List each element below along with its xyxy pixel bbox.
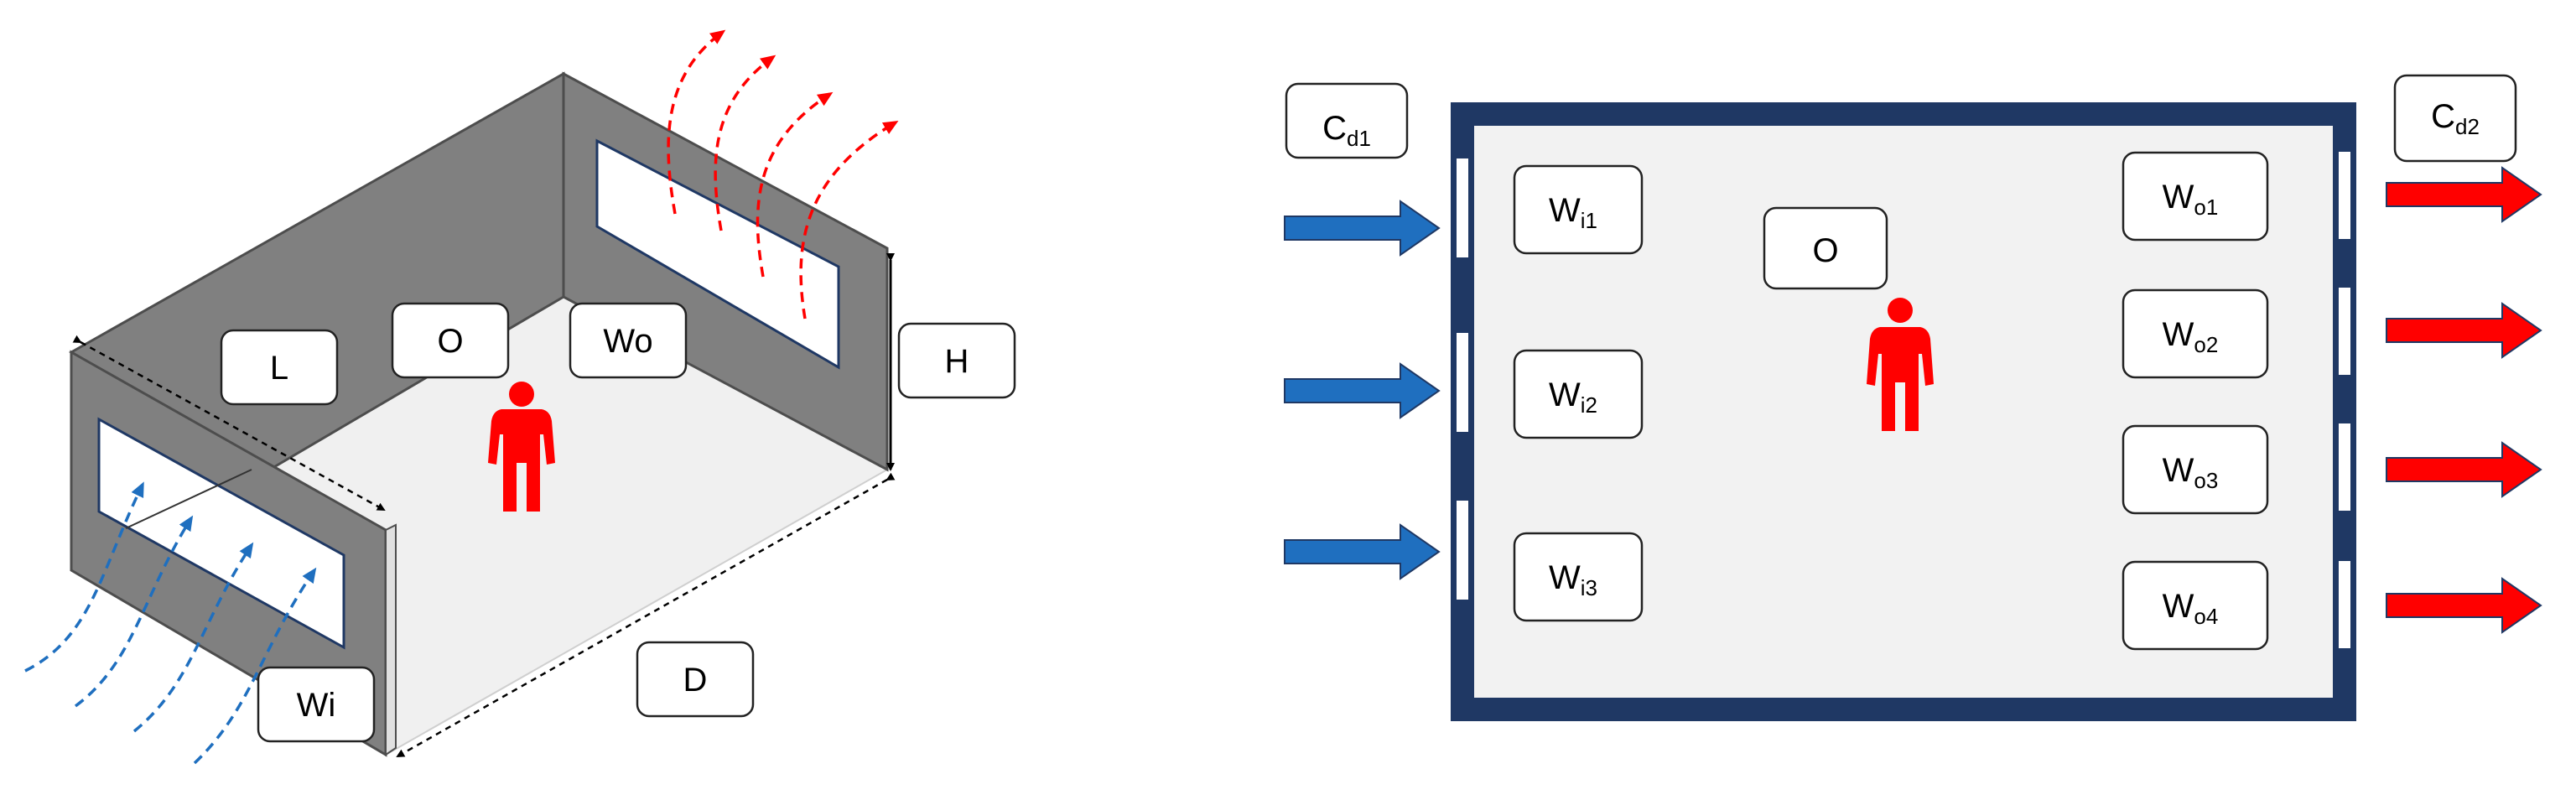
outlet-vents: [2337, 150, 2352, 650]
label-wo4-sub: o4: [2194, 604, 2218, 629]
occupant-icon: [488, 382, 555, 512]
label-wi2-main: W: [1549, 377, 1581, 413]
label-wi2-sub: i2: [1581, 392, 1597, 418]
inlet-vents: [1455, 157, 1470, 601]
label-wi1-main: W: [1549, 192, 1581, 229]
svg-text:Wi3: Wi3: [1549, 559, 1597, 600]
label-wi1: Wi1: [1513, 164, 1644, 255]
label-d-text: D: [683, 662, 708, 699]
label-wo4: Wo4: [2122, 560, 2269, 651]
outflow-arrows-left: [667, 29, 899, 319]
svg-text:Cd1: Cd1: [1322, 110, 1371, 151]
inflow-arrows-left: [24, 481, 317, 765]
label-h: H: [897, 322, 1016, 399]
label-l-text: L: [270, 350, 288, 387]
label-wi1-sub: i1: [1581, 208, 1597, 233]
svg-text:Wo2: Wo2: [2163, 316, 2219, 357]
outflow-arrow-3: [2386, 441, 2542, 498]
label-wo3: Wo3: [2122, 424, 2269, 515]
label-wo1-main: W: [2163, 179, 2194, 216]
plan-view: Cd1 Cd2 O Wi1 Wi2 Wi3 Wo1: [1284, 74, 2542, 721]
label-wi3-sub: i3: [1581, 575, 1597, 600]
label-wi: Wi: [257, 666, 376, 743]
label-wo4-main: W: [2163, 588, 2194, 625]
svg-text:Wo1: Wo1: [2163, 179, 2219, 220]
label-wo2: Wo2: [2122, 288, 2269, 379]
label-wi3-main: W: [1549, 559, 1581, 596]
wall-edge: [385, 523, 397, 756]
occupant-icon-plan: [1867, 298, 1934, 431]
label-cd2: Cd2: [2393, 74, 2517, 163]
svg-text:Wi2: Wi2: [1549, 377, 1597, 418]
label-cd2-main: C: [2431, 98, 2455, 135]
svg-text:Wi1: Wi1: [1549, 192, 1597, 233]
outflow-arrow-2: [2386, 302, 2542, 359]
label-wo3-sub: o3: [2194, 468, 2218, 493]
label-wi-text: Wi: [297, 687, 336, 724]
label-o-plan: O: [1763, 206, 1888, 290]
label-wo3-main: W: [2163, 452, 2194, 489]
label-o-left: O: [391, 302, 510, 379]
label-cd1: Cd1: [1285, 82, 1409, 159]
label-wi3: Wi3: [1513, 532, 1644, 622]
label-h-text: H: [945, 343, 969, 380]
label-o-plan-text: O: [1812, 232, 1838, 269]
label-l: L: [220, 329, 339, 406]
svg-text:Wo3: Wo3: [2163, 452, 2219, 493]
label-wo2-sub: o2: [2194, 332, 2218, 357]
label-cd1-sub: d1: [1347, 126, 1371, 151]
outflow-arrows: [2386, 166, 2542, 634]
label-d: D: [636, 641, 755, 718]
label-cd2-sub: d2: [2455, 114, 2480, 139]
svg-text:Wo4: Wo4: [2163, 588, 2219, 629]
inflow-arrows: [1284, 200, 1441, 580]
outflow-arrow-1: [2386, 166, 2542, 223]
isometric-room: L O Wo H Wi D: [24, 29, 1016, 765]
dimension-l-arrow: [72, 335, 386, 512]
outflow-arrow-4: [2386, 577, 2542, 634]
label-wo2-main: W: [2163, 316, 2194, 353]
label-wo1-sub: o1: [2194, 195, 2218, 220]
svg-text:Cd2: Cd2: [2431, 98, 2480, 139]
label-wi2: Wi2: [1513, 349, 1644, 439]
label-cd1-main: C: [1322, 110, 1347, 147]
inflow-arrow-3: [1284, 523, 1441, 580]
inflow-arrow-2: [1284, 362, 1441, 419]
label-wo1: Wo1: [2122, 151, 2269, 242]
label-wo: Wo: [569, 302, 688, 379]
label-o-left-text: O: [437, 323, 463, 360]
inflow-arrow-1: [1284, 200, 1441, 257]
label-wo-text: Wo: [603, 323, 652, 360]
